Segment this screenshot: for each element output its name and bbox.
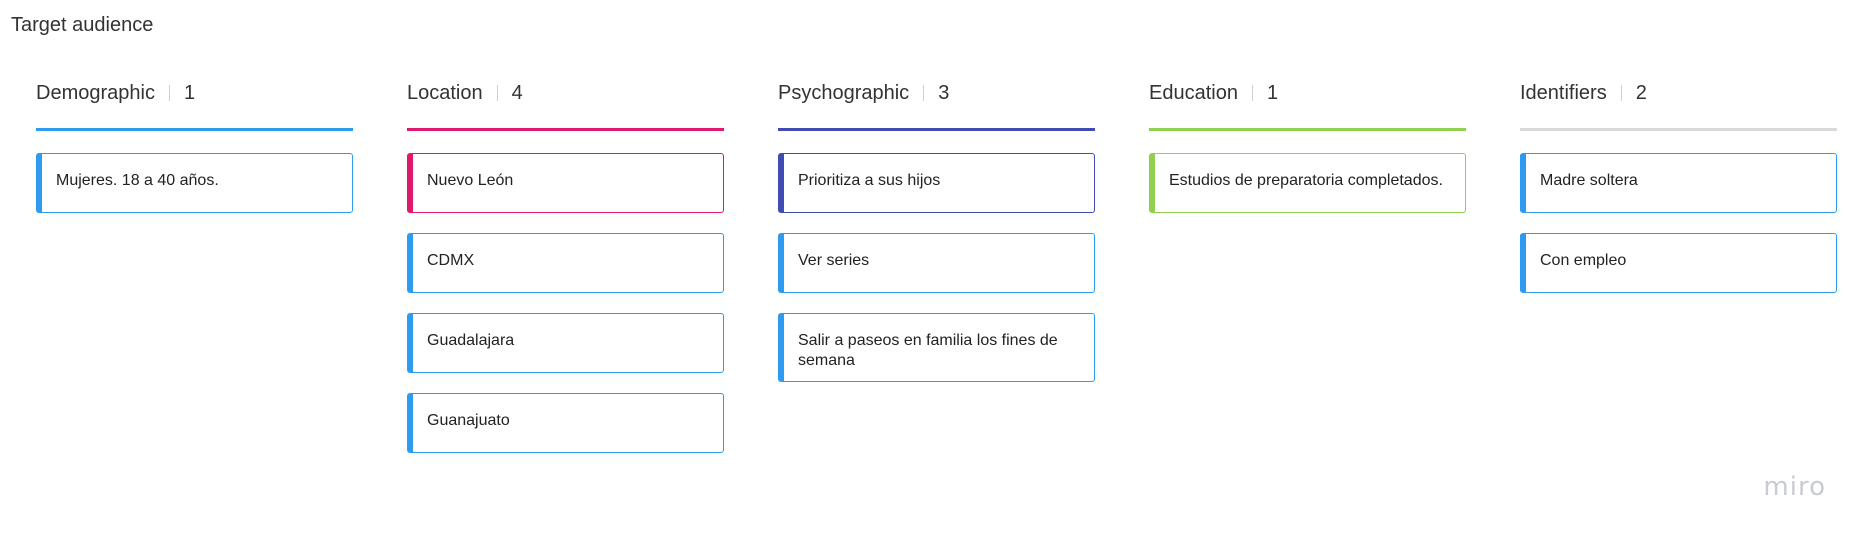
column-accent-line xyxy=(1149,128,1466,131)
card[interactable]: Ver series xyxy=(778,233,1095,293)
column-location: Location 4 Nuevo León CDMX Guadalajara G… xyxy=(407,78,724,453)
column-header[interactable]: Demographic 1 xyxy=(36,78,353,108)
column-accent-line xyxy=(1520,128,1837,131)
column-header[interactable]: Identifiers 2 xyxy=(1520,78,1837,108)
column-title: Identifiers xyxy=(1520,81,1607,104)
card[interactable]: Estudios de preparatoria completados. xyxy=(1149,153,1466,213)
column-title: Psychographic xyxy=(778,81,910,104)
column-demographic: Demographic 1 Mujeres. 18 a 40 años. xyxy=(36,78,353,453)
card[interactable]: Prioritiza a sus hijos xyxy=(778,153,1095,213)
column-title: Education xyxy=(1149,81,1238,104)
card[interactable]: Guanajuato xyxy=(407,393,724,453)
column-cards: Madre soltera Con empleo xyxy=(1520,153,1837,293)
column-count: 3 xyxy=(938,81,950,104)
board-title: Target audience xyxy=(11,14,154,36)
column-header[interactable]: Education 1 xyxy=(1149,78,1466,108)
column-accent-line xyxy=(407,128,724,131)
column-divider xyxy=(496,85,498,101)
column-count: 1 xyxy=(183,81,196,104)
kanban-board: Demographic 1 Mujeres. 18 a 40 años. Loc… xyxy=(36,78,1837,453)
column-count: 1 xyxy=(1266,81,1279,104)
miro-logo: miro xyxy=(1763,472,1826,502)
column-cards: Nuevo León CDMX Guadalajara Guanajuato xyxy=(407,153,724,453)
column-education: Education 1 Estudios de preparatoria com… xyxy=(1149,78,1466,453)
column-divider xyxy=(168,85,170,101)
column-cards: Prioritiza a sus hijos Ver series Salir … xyxy=(778,153,1095,382)
column-cards: Mujeres. 18 a 40 años. xyxy=(36,153,353,213)
card[interactable]: Mujeres. 18 a 40 años. xyxy=(36,153,353,213)
column-count: 2 xyxy=(1635,81,1647,104)
column-psychographic: Psychographic 3 Prioritiza a sus hijos V… xyxy=(778,78,1095,453)
column-divider xyxy=(923,85,925,101)
column-header[interactable]: Location 4 xyxy=(407,78,724,108)
card[interactable]: Guadalajara xyxy=(407,313,724,373)
column-identifiers: Identifiers 2 Madre soltera Con empleo xyxy=(1520,78,1837,453)
column-accent-line xyxy=(778,128,1095,131)
column-divider xyxy=(1620,85,1622,101)
column-cards: Estudios de preparatoria completados. xyxy=(1149,153,1466,213)
column-accent-line xyxy=(36,128,353,131)
column-title: Demographic xyxy=(36,81,155,104)
column-divider xyxy=(1251,85,1253,101)
column-title: Location xyxy=(407,81,483,104)
column-header[interactable]: Psychographic 3 xyxy=(778,78,1095,108)
card[interactable]: Salir a paseos en familia los fines de s… xyxy=(778,313,1095,382)
card[interactable]: Nuevo León xyxy=(407,153,724,213)
card[interactable]: Con empleo xyxy=(1520,233,1837,293)
card[interactable]: Madre soltera xyxy=(1520,153,1837,213)
card[interactable]: CDMX xyxy=(407,233,724,293)
column-count: 4 xyxy=(511,81,523,104)
